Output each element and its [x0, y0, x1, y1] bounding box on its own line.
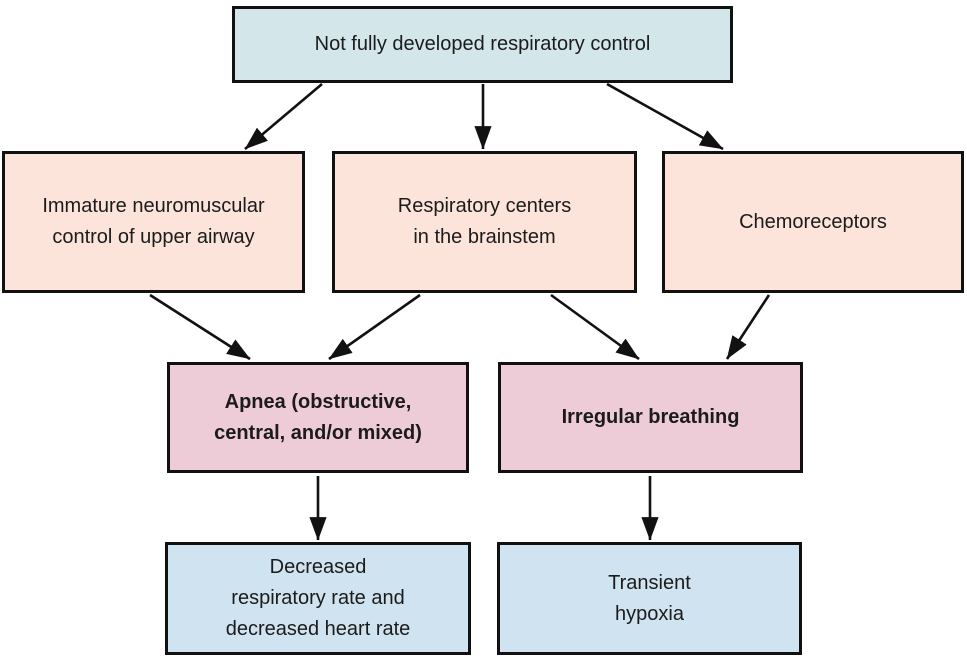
node-immature-neuromuscular-control: Immature neuromuscular control of upper …	[2, 151, 305, 293]
arrow-immature-to-apnea	[149, 293, 251, 361]
node-label: Apnea (obstructive, central, and/or mixe…	[214, 390, 422, 444]
arrow-respiratory-to-irregular	[550, 293, 640, 361]
node-apnea: Apnea (obstructive, central, and/or mixe…	[167, 362, 469, 473]
node-irregular-breathing: Irregular breathing	[498, 362, 803, 473]
node-label: Transient hypoxia	[608, 571, 691, 625]
node-not-fully-developed-respiratory-control: Not fully developed respiratory control	[232, 6, 733, 83]
node-label: Not fully developed respiratory control	[314, 33, 651, 55]
arrow-respiratory-to-apnea	[328, 293, 421, 361]
node-chemoreceptors: Chemoreceptors	[662, 151, 964, 293]
arrow-root-to-immature	[244, 83, 323, 150]
node-label: Respiratory centers in the brainstem	[397, 195, 572, 248]
node-transient-hypoxia: Transient hypoxia	[497, 542, 802, 655]
node-decreased-rates: Decreased respiratory rate and decreased…	[165, 542, 471, 655]
node-respiratory-centers-brainstem: Respiratory centers in the brainstem	[332, 151, 637, 293]
arrow-chemo-to-irregular	[725, 294, 771, 360]
node-label: Irregular breathing	[561, 406, 740, 428]
node-label: Chemoreceptors	[739, 210, 887, 233]
node-label: Decreased respiratory rate and decreased…	[225, 556, 411, 640]
node-label: Immature neuromuscular control of upper …	[42, 195, 265, 248]
arrow-root-to-chemo	[606, 82, 724, 151]
